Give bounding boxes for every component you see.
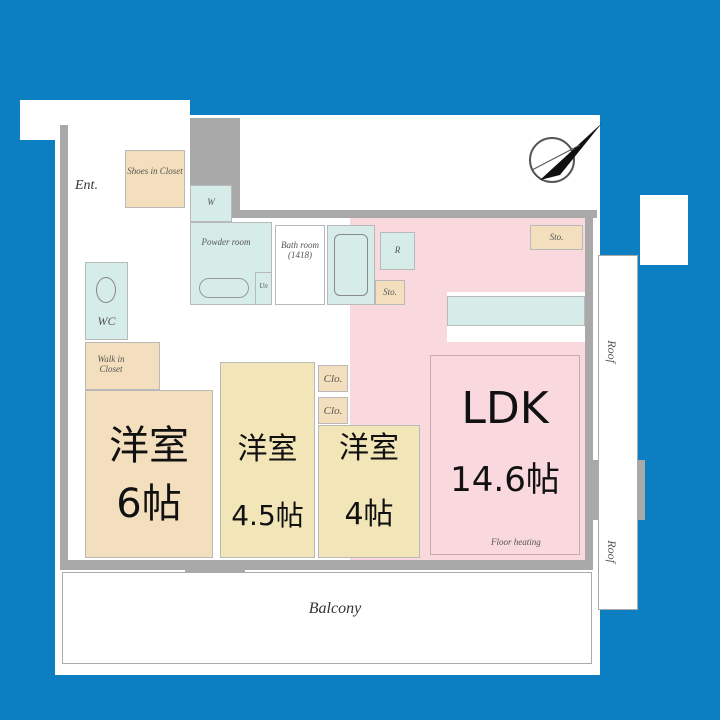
storage-label: Sto.: [383, 287, 397, 297]
north-arrow-icon: [529, 123, 602, 183]
roof-ext: [640, 195, 688, 265]
closet-2: Clo.: [318, 397, 348, 424]
kitchen-counter: [447, 296, 585, 326]
walk-in-closet: Walk in Closet: [85, 342, 160, 390]
wall-bottom: [60, 560, 593, 570]
un-label: Un: [259, 282, 268, 290]
kitchen: [447, 292, 585, 342]
western-room-3: 洋室 4帖: [318, 425, 420, 558]
ldk-living-area: LDK 14.6帖 Floor heating: [430, 355, 580, 555]
balcony-label: Balcony: [308, 600, 362, 617]
wall-top: [232, 210, 597, 218]
floor-heating-label: Floor heating: [491, 537, 541, 547]
bathtub-area: [327, 225, 375, 305]
entrance-label: Ent.: [75, 178, 98, 193]
r-room: R: [380, 232, 415, 270]
western-room-2: 洋室 4.5帖: [220, 362, 315, 558]
w-label: W: [207, 197, 215, 207]
bath-room: Bath room (1418): [275, 225, 325, 305]
entrance-porch: [20, 100, 190, 140]
room-type: 洋室: [237, 432, 298, 467]
bathtub-icon: [334, 234, 368, 296]
western-room-1: 洋室 6帖: [85, 390, 213, 558]
roof-label: Roof: [604, 340, 619, 363]
wc: WC: [85, 262, 128, 340]
room-size: 4帖: [344, 497, 394, 532]
ldk-size: 14.6帖: [450, 460, 560, 500]
powder-room-label: Powder room: [201, 237, 251, 247]
walk-in-closet-label: Walk in Closet: [97, 354, 125, 374]
storage-label: Sto.: [549, 232, 564, 242]
wall-left: [60, 125, 68, 570]
bath-room-label: Bath room (1418): [281, 240, 319, 260]
balcony: [62, 572, 592, 664]
room-type: 洋室: [339, 431, 399, 466]
un-space: Un: [255, 272, 272, 305]
room-size: 6帖: [116, 481, 182, 527]
storage-ldk: Sto.: [530, 225, 583, 250]
room-type: 洋室: [109, 423, 189, 469]
w-room: W: [190, 185, 232, 222]
room-size: 4.5帖: [231, 499, 304, 532]
shoes-closet-label: Shoes in Closet: [127, 166, 183, 176]
closet-label: Clo.: [323, 373, 343, 385]
ldk-label: LDK: [461, 383, 549, 434]
r-label: R: [394, 245, 401, 255]
wc-label: WC: [97, 314, 116, 328]
roof-label: Roof: [604, 540, 619, 563]
storage-bath: Sto.: [375, 280, 405, 305]
shoes-closet: Shoes in Closet: [125, 150, 185, 208]
toilet-icon: [96, 277, 116, 303]
roof-area: [598, 255, 638, 610]
closet-1: Clo.: [318, 365, 348, 392]
wall-right: [585, 210, 593, 570]
sink-icon: [199, 278, 249, 298]
closet-label: Clo.: [323, 405, 343, 417]
powder-room: Powder room: [190, 222, 272, 305]
